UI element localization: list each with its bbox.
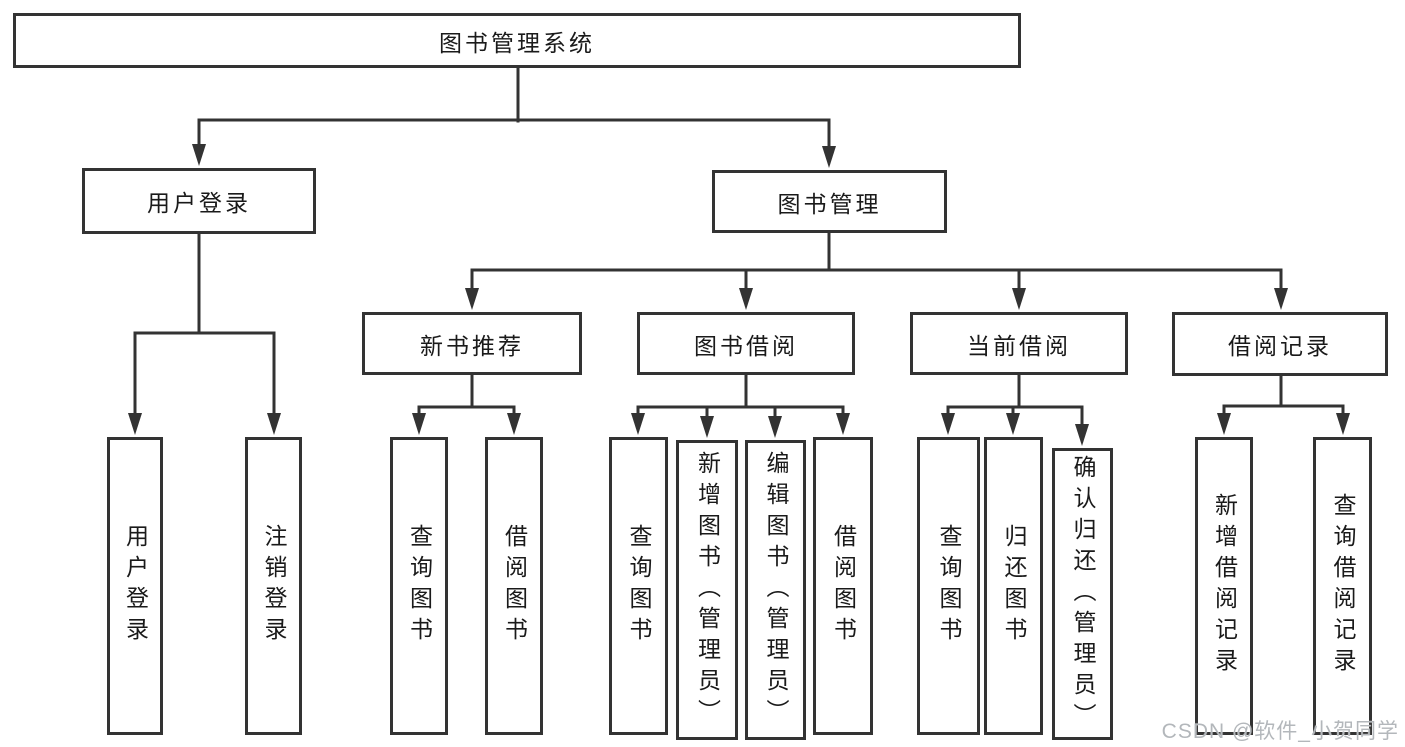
connector-book-mgmt — [470, 231, 1283, 296]
leaf-rec-query-books-label: 查询图书 — [406, 524, 433, 648]
leaf-user-login: 用户登录 — [107, 437, 163, 735]
leaf-br-query-record-label: 查询借阅记录 — [1330, 493, 1356, 679]
node-current-borrow-label: 当前借阅 — [967, 332, 1071, 359]
node-book-borrow-label: 图书借阅 — [694, 332, 798, 359]
connector-user-login — [133, 232, 276, 421]
leaf-cb-return-books-label: 归还图书 — [1001, 524, 1027, 648]
node-borrow-records-label: 借阅记录 — [1228, 333, 1332, 359]
watermark: CSDN @软件_小贺同学 — [1161, 720, 1399, 743]
leaf-cb-return-books: 归还图书 — [984, 437, 1043, 735]
leaf-bb-edit-books: 编辑图书（管理员） — [745, 440, 806, 740]
leaf-br-add-record-label: 新增借阅记录 — [1211, 493, 1238, 679]
leaf-cb-confirm-return: 确认归还（管理员） — [1052, 448, 1113, 740]
leaf-cb-query-books: 查询图书 — [917, 437, 980, 735]
node-book-mgmt-label: 图书管理 — [777, 190, 882, 217]
leaf-bb-query-books-label: 查询图书 — [626, 524, 652, 648]
leaf-cb-query-books-label: 查询图书 — [936, 524, 962, 648]
leaf-bb-borrow-books-label: 借阅图书 — [830, 524, 857, 648]
leaf-cb-confirm-return-label: 确认归还（管理员） — [1070, 454, 1096, 734]
leaf-br-query-record: 查询借阅记录 — [1313, 437, 1372, 735]
leaf-bb-add-books: 新增图书（管理员） — [676, 440, 738, 740]
leaf-logout: 注销登录 — [245, 437, 302, 735]
node-user-login: 用户登录 — [82, 168, 316, 234]
node-root-label: 图书管理系统 — [439, 29, 595, 56]
connector-borrow-records — [1222, 373, 1345, 421]
node-current-borrow: 当前借阅 — [910, 312, 1128, 375]
node-root: 图书管理系统 — [13, 13, 1021, 68]
node-borrow-records: 借阅记录 — [1172, 312, 1388, 376]
leaf-rec-borrow-books-label: 借阅图书 — [501, 524, 528, 648]
leaf-bb-add-books-label: 新增图书（管理员） — [694, 450, 721, 730]
node-book-mgmt: 图书管理 — [712, 170, 947, 233]
node-book-borrow: 图书借阅 — [637, 312, 855, 375]
connector-root — [197, 66, 831, 154]
node-new-book-rec-label: 新书推荐 — [420, 332, 524, 359]
leaf-user-login-label: 用户登录 — [122, 524, 149, 648]
leaf-bb-edit-books-label: 编辑图书（管理员） — [763, 450, 789, 730]
leaf-bb-query-books: 查询图书 — [609, 437, 668, 735]
connector-book-borrow — [636, 373, 845, 424]
arrowheads — [128, 144, 1350, 446]
leaf-br-add-record: 新增借阅记录 — [1195, 437, 1253, 735]
node-user-login-label: 用户登录 — [147, 190, 251, 216]
leaf-rec-borrow-books: 借阅图书 — [485, 437, 543, 735]
leaf-logout-label: 注销登录 — [261, 524, 287, 648]
leaf-bb-borrow-books: 借阅图书 — [813, 437, 873, 735]
node-new-book-rec: 新书推荐 — [362, 312, 582, 375]
connector-new-book-rec — [417, 373, 516, 421]
leaf-rec-query-books: 查询图书 — [390, 437, 448, 735]
